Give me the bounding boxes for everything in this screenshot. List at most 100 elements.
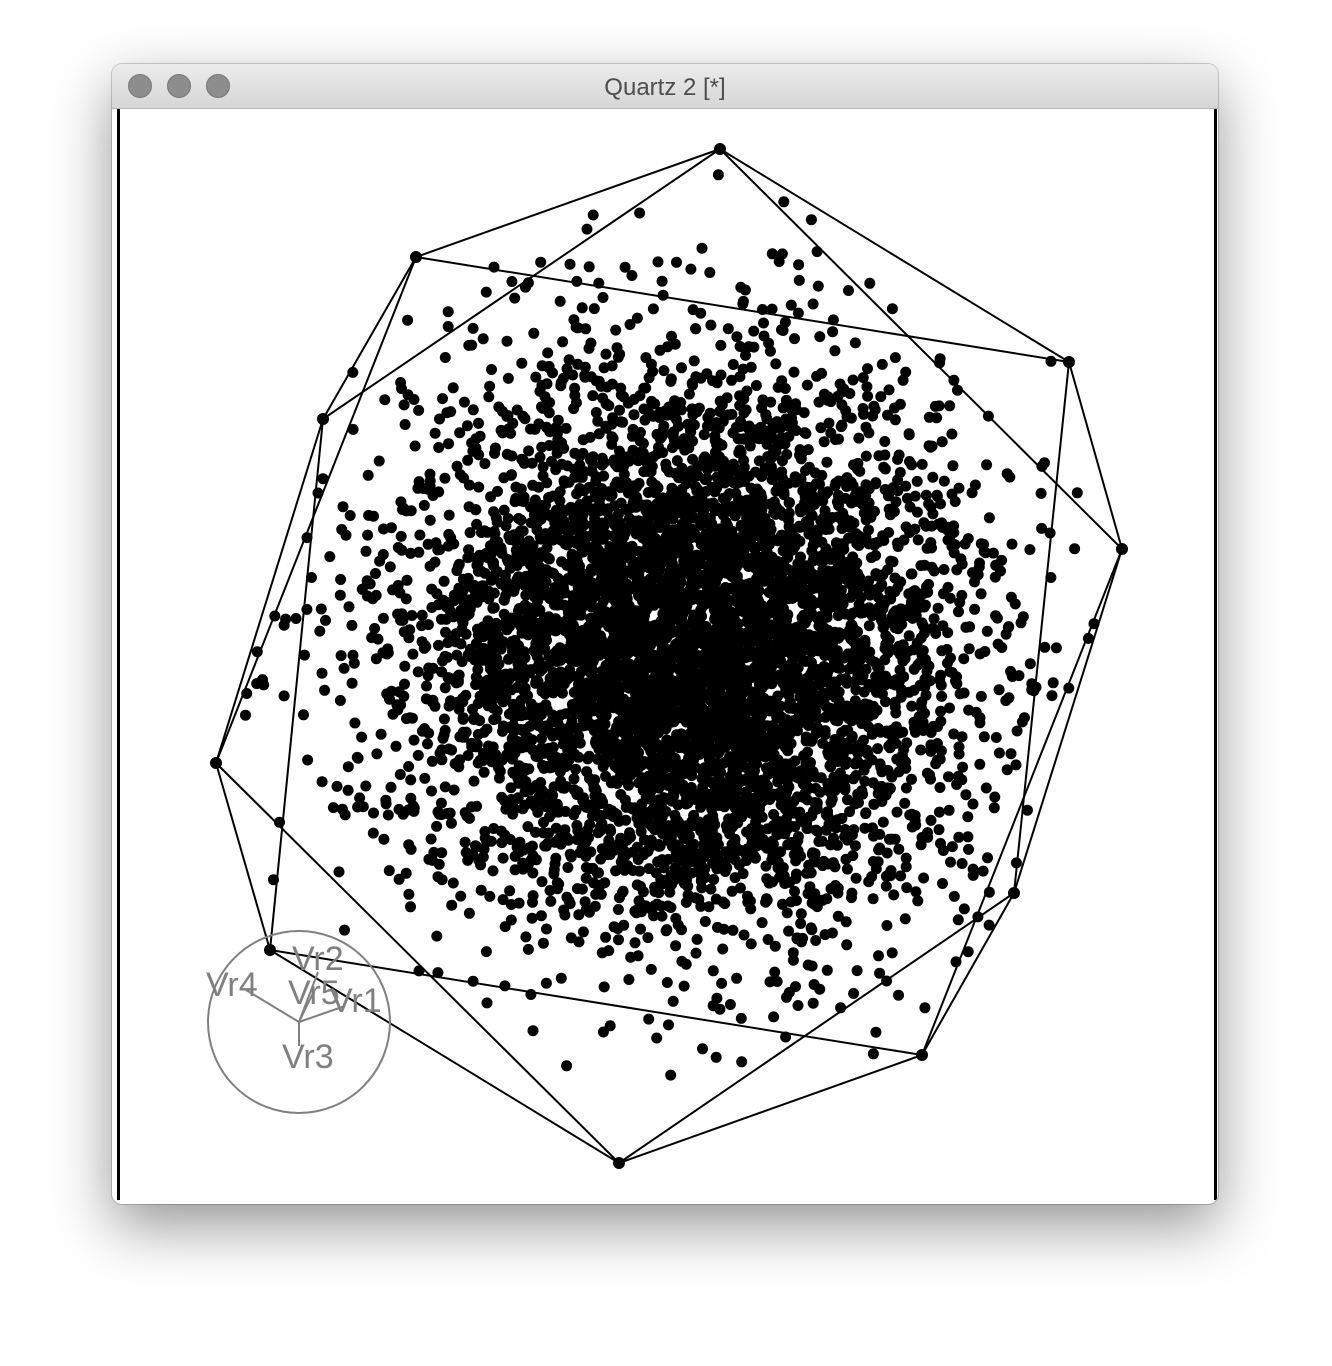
data-point xyxy=(722,323,734,335)
data-point xyxy=(407,648,419,660)
data-point xyxy=(562,735,574,746)
data-point xyxy=(770,673,782,684)
data-point xyxy=(485,491,497,503)
data-point xyxy=(839,740,851,752)
data-point xyxy=(883,616,894,628)
data-point xyxy=(727,924,739,936)
data-point xyxy=(851,755,863,767)
data-point xyxy=(814,331,826,343)
data-point xyxy=(483,391,495,403)
data-point xyxy=(942,521,954,533)
data-point xyxy=(750,380,762,391)
data-point xyxy=(598,981,610,993)
data-point xyxy=(697,1043,708,1055)
minimize-button[interactable] xyxy=(167,74,191,98)
data-point xyxy=(536,876,548,888)
data-point xyxy=(766,303,778,315)
data-point xyxy=(587,390,599,402)
data-point xyxy=(713,786,725,798)
data-point xyxy=(565,851,577,863)
data-point xyxy=(938,475,950,487)
data-point xyxy=(830,714,841,726)
data-point xyxy=(360,545,372,557)
data-point xyxy=(583,342,595,354)
data-point xyxy=(821,456,833,468)
data-point xyxy=(530,826,541,838)
data-point xyxy=(399,660,411,672)
data-point xyxy=(925,745,937,757)
data-point xyxy=(626,481,638,493)
data-point xyxy=(639,414,651,426)
data-point xyxy=(969,603,981,615)
data-point xyxy=(665,1069,677,1081)
data-point xyxy=(421,680,432,692)
data-point xyxy=(337,501,349,513)
data-point xyxy=(841,472,853,484)
data-point xyxy=(886,771,898,783)
data-point xyxy=(909,810,921,821)
data-point xyxy=(435,797,447,809)
data-point xyxy=(767,696,779,708)
data-point xyxy=(580,903,592,915)
data-point xyxy=(496,837,508,849)
data-point xyxy=(663,1019,674,1031)
data-point xyxy=(643,1013,655,1025)
data-point xyxy=(426,785,437,797)
data-point xyxy=(538,589,550,601)
data-point xyxy=(371,748,383,760)
data-point xyxy=(945,652,956,664)
data-point xyxy=(419,772,431,784)
data-point xyxy=(975,588,987,600)
data-point xyxy=(761,607,772,619)
data-point xyxy=(606,650,618,662)
data-point xyxy=(473,481,485,493)
data-point xyxy=(915,702,927,714)
data-point xyxy=(670,940,682,952)
data-point xyxy=(790,855,802,867)
data-point xyxy=(518,685,530,697)
data-point xyxy=(588,877,600,889)
data-point xyxy=(404,624,416,636)
data-point xyxy=(683,419,695,431)
data-point xyxy=(849,798,861,810)
data-point xyxy=(954,596,966,608)
data-point xyxy=(525,423,536,435)
data-point xyxy=(703,735,715,747)
data-point xyxy=(545,895,557,907)
data-point xyxy=(665,375,677,387)
title-bar[interactable]: Quartz 2 [*] xyxy=(112,64,1218,109)
data-point xyxy=(685,263,697,275)
data-point xyxy=(953,831,965,843)
data-point xyxy=(530,371,542,383)
data-point xyxy=(670,489,682,501)
data-point xyxy=(873,950,884,962)
data-point xyxy=(547,709,559,721)
data-point xyxy=(878,461,890,473)
data-point xyxy=(412,666,424,678)
data-point xyxy=(434,747,446,759)
data-point xyxy=(550,852,562,864)
data-point xyxy=(463,907,475,919)
data-point xyxy=(394,769,406,780)
data-point xyxy=(687,820,699,832)
data-point xyxy=(801,379,813,391)
data-point xyxy=(880,880,892,892)
data-point xyxy=(714,742,726,754)
data-point xyxy=(426,602,438,613)
data-point xyxy=(768,1011,780,1023)
data-point xyxy=(892,541,904,552)
data-point xyxy=(789,471,801,483)
close-button[interactable] xyxy=(128,74,152,98)
data-point xyxy=(756,917,768,929)
data-point xyxy=(662,341,673,353)
data-point xyxy=(676,924,687,936)
data-point xyxy=(765,396,777,408)
data-point xyxy=(258,679,270,691)
zoom-button[interactable] xyxy=(206,74,230,98)
data-point xyxy=(403,761,415,772)
data-point xyxy=(953,748,965,760)
data-point xyxy=(967,869,979,881)
data-point xyxy=(472,698,484,710)
data-point xyxy=(453,761,465,773)
data-point xyxy=(446,899,458,911)
